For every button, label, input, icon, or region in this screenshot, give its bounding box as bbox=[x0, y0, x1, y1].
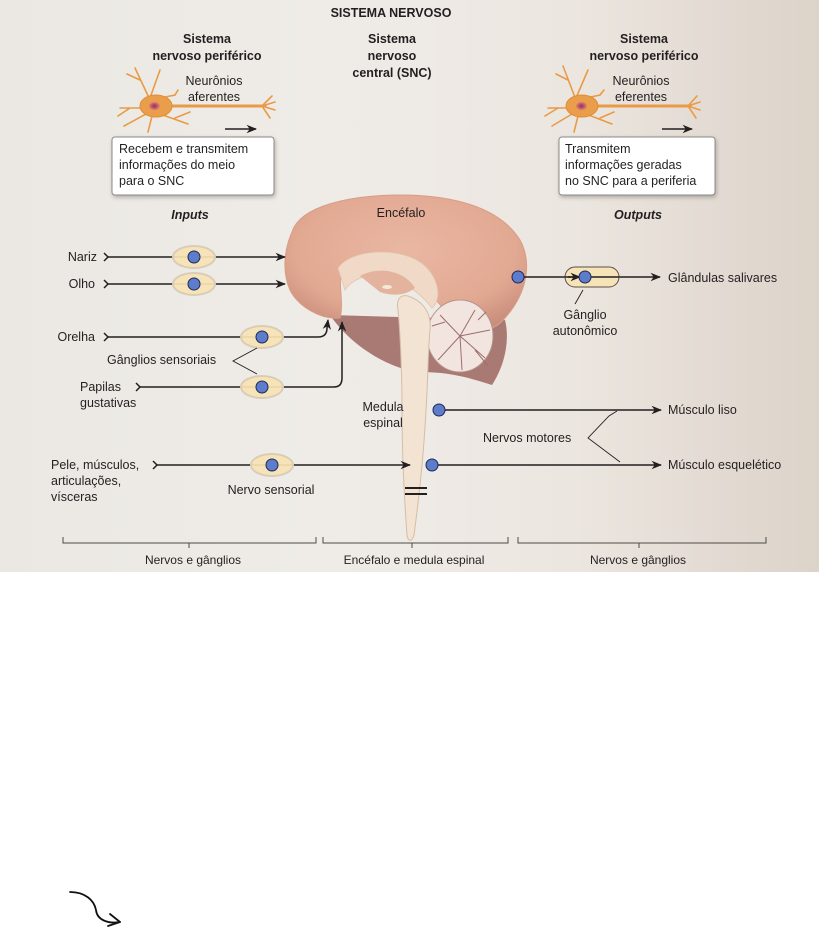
right-heading: Sistema nervoso periférico bbox=[589, 32, 698, 63]
svg-text:nervoso: nervoso bbox=[368, 49, 417, 63]
input-ear: Orelha bbox=[57, 318, 331, 349]
input-skin-muscles: Pele, músculos, articulações, vísceras bbox=[51, 453, 412, 504]
bracket-left: Nervos e gânglios bbox=[62, 537, 317, 567]
svg-text:nervoso periférico: nervoso periférico bbox=[152, 49, 261, 63]
svg-text:Medula: Medula bbox=[363, 400, 404, 414]
afferent-neuron-icon bbox=[117, 67, 276, 133]
output-salivary-glands: Glândulas salivares bbox=[511, 266, 777, 288]
input-nose: Nariz bbox=[68, 245, 287, 269]
ganglion-dot bbox=[578, 270, 592, 284]
ganglion-dot bbox=[255, 330, 269, 344]
svg-text:Neurônios: Neurônios bbox=[613, 74, 670, 88]
afferent-neuron-label: Neurônios aferentes bbox=[186, 74, 243, 104]
svg-text:espinal: espinal bbox=[363, 416, 403, 430]
sensory-ganglia-annotation: Gânglios sensoriais bbox=[107, 347, 258, 375]
svg-text:Neurônios: Neurônios bbox=[186, 74, 243, 88]
bracket-right: Nervos e gânglios bbox=[517, 537, 767, 567]
output-origin-dot bbox=[425, 458, 439, 472]
svg-text:Gânglio: Gânglio bbox=[563, 308, 606, 322]
ganglion-dot bbox=[265, 458, 279, 472]
outputs-label: Outputs bbox=[614, 208, 662, 222]
svg-text:Orelha: Orelha bbox=[57, 330, 95, 344]
svg-text:Músculo esquelético: Músculo esquelético bbox=[668, 458, 781, 472]
svg-text:articulações,: articulações, bbox=[51, 474, 121, 488]
efferent-neuron-label: Neurônios eferentes bbox=[613, 74, 670, 104]
hand-drawn-arrow-icon bbox=[69, 891, 121, 927]
input-taste-buds: Papilas gustativas bbox=[80, 320, 347, 410]
motor-nerves-annotation: Nervos motores bbox=[483, 410, 621, 463]
svg-text:eferentes: eferentes bbox=[615, 90, 667, 104]
svg-text:Pele, músculos,: Pele, músculos, bbox=[51, 458, 139, 472]
svg-text:Papilas: Papilas bbox=[80, 380, 121, 394]
sensory-nerve-label: Nervo sensorial bbox=[228, 483, 315, 497]
input-eye: Olho bbox=[69, 272, 287, 296]
svg-text:Sistema: Sistema bbox=[368, 32, 417, 46]
afferent-description-box: Recebem e transmitem informações do meio… bbox=[111, 136, 275, 196]
output-origin-dot bbox=[511, 270, 525, 284]
nervous-system-figure: SISTEMA NERVOSO Sistema nervoso periféri… bbox=[0, 0, 819, 572]
inputs-label: Inputs bbox=[171, 208, 209, 222]
svg-text:para o SNC: para o SNC bbox=[119, 174, 184, 188]
svg-text:vísceras: vísceras bbox=[51, 490, 98, 504]
svg-text:nervoso periférico: nervoso periférico bbox=[589, 49, 698, 63]
left-heading: Sistema nervoso periférico bbox=[152, 32, 261, 63]
efferent-description-box: Transmitem informações geradas no SNC pa… bbox=[558, 136, 716, 196]
svg-text:Sistema: Sistema bbox=[620, 32, 669, 46]
output-smooth-muscle: Músculo liso bbox=[432, 403, 737, 417]
svg-text:informações do meio: informações do meio bbox=[119, 158, 235, 172]
ganglion-dot bbox=[255, 380, 269, 394]
ganglion-dot bbox=[187, 277, 201, 291]
svg-text:no SNC para a periferia: no SNC para a periferia bbox=[565, 174, 696, 188]
svg-text:Nariz: Nariz bbox=[68, 250, 97, 264]
ganglion-dot bbox=[187, 250, 201, 264]
cerebellum bbox=[426, 299, 494, 373]
output-skeletal-muscle: Músculo esquelético bbox=[425, 458, 781, 472]
svg-text:central (SNC): central (SNC) bbox=[352, 66, 431, 80]
svg-text:Transmitem: Transmitem bbox=[565, 142, 631, 156]
svg-text:aferentes: aferentes bbox=[188, 90, 240, 104]
svg-text:Sistema: Sistema bbox=[183, 32, 232, 46]
svg-text:Músculo liso: Músculo liso bbox=[668, 403, 737, 417]
svg-text:Olho: Olho bbox=[69, 277, 95, 291]
output-origin-dot bbox=[432, 403, 446, 417]
svg-text:Recebem e transmitem: Recebem e transmitem bbox=[119, 142, 248, 156]
svg-text:gustativas: gustativas bbox=[80, 396, 136, 410]
bracket-center: Encéfalo e medula espinal bbox=[322, 537, 509, 567]
svg-text:informações geradas: informações geradas bbox=[565, 158, 682, 172]
svg-text:Encéfalo e medula espinal: Encéfalo e medula espinal bbox=[344, 553, 485, 567]
autonomic-ganglion-annotation: Gânglio autonômico bbox=[553, 289, 618, 338]
svg-text:Nervos motores: Nervos motores bbox=[483, 431, 571, 445]
svg-text:Glândulas salivares: Glândulas salivares bbox=[668, 271, 777, 285]
svg-text:Nervos e gânglios: Nervos e gânglios bbox=[590, 553, 686, 567]
svg-text:Nervos e gânglios: Nervos e gânglios bbox=[145, 553, 241, 567]
diagram-title: SISTEMA NERVOSO bbox=[331, 6, 452, 20]
spinal-cord-label: Medula espinal bbox=[363, 400, 404, 430]
svg-text:Gânglios sensoriais: Gânglios sensoriais bbox=[107, 353, 216, 367]
spinal-cord bbox=[397, 295, 431, 541]
svg-text:autonômico: autonômico bbox=[553, 324, 618, 338]
center-heading: Sistema nervoso central (SNC) bbox=[352, 32, 431, 80]
brain-illustration bbox=[284, 194, 528, 541]
efferent-neuron-icon bbox=[544, 65, 701, 133]
brain-label: Encéfalo bbox=[377, 206, 426, 220]
